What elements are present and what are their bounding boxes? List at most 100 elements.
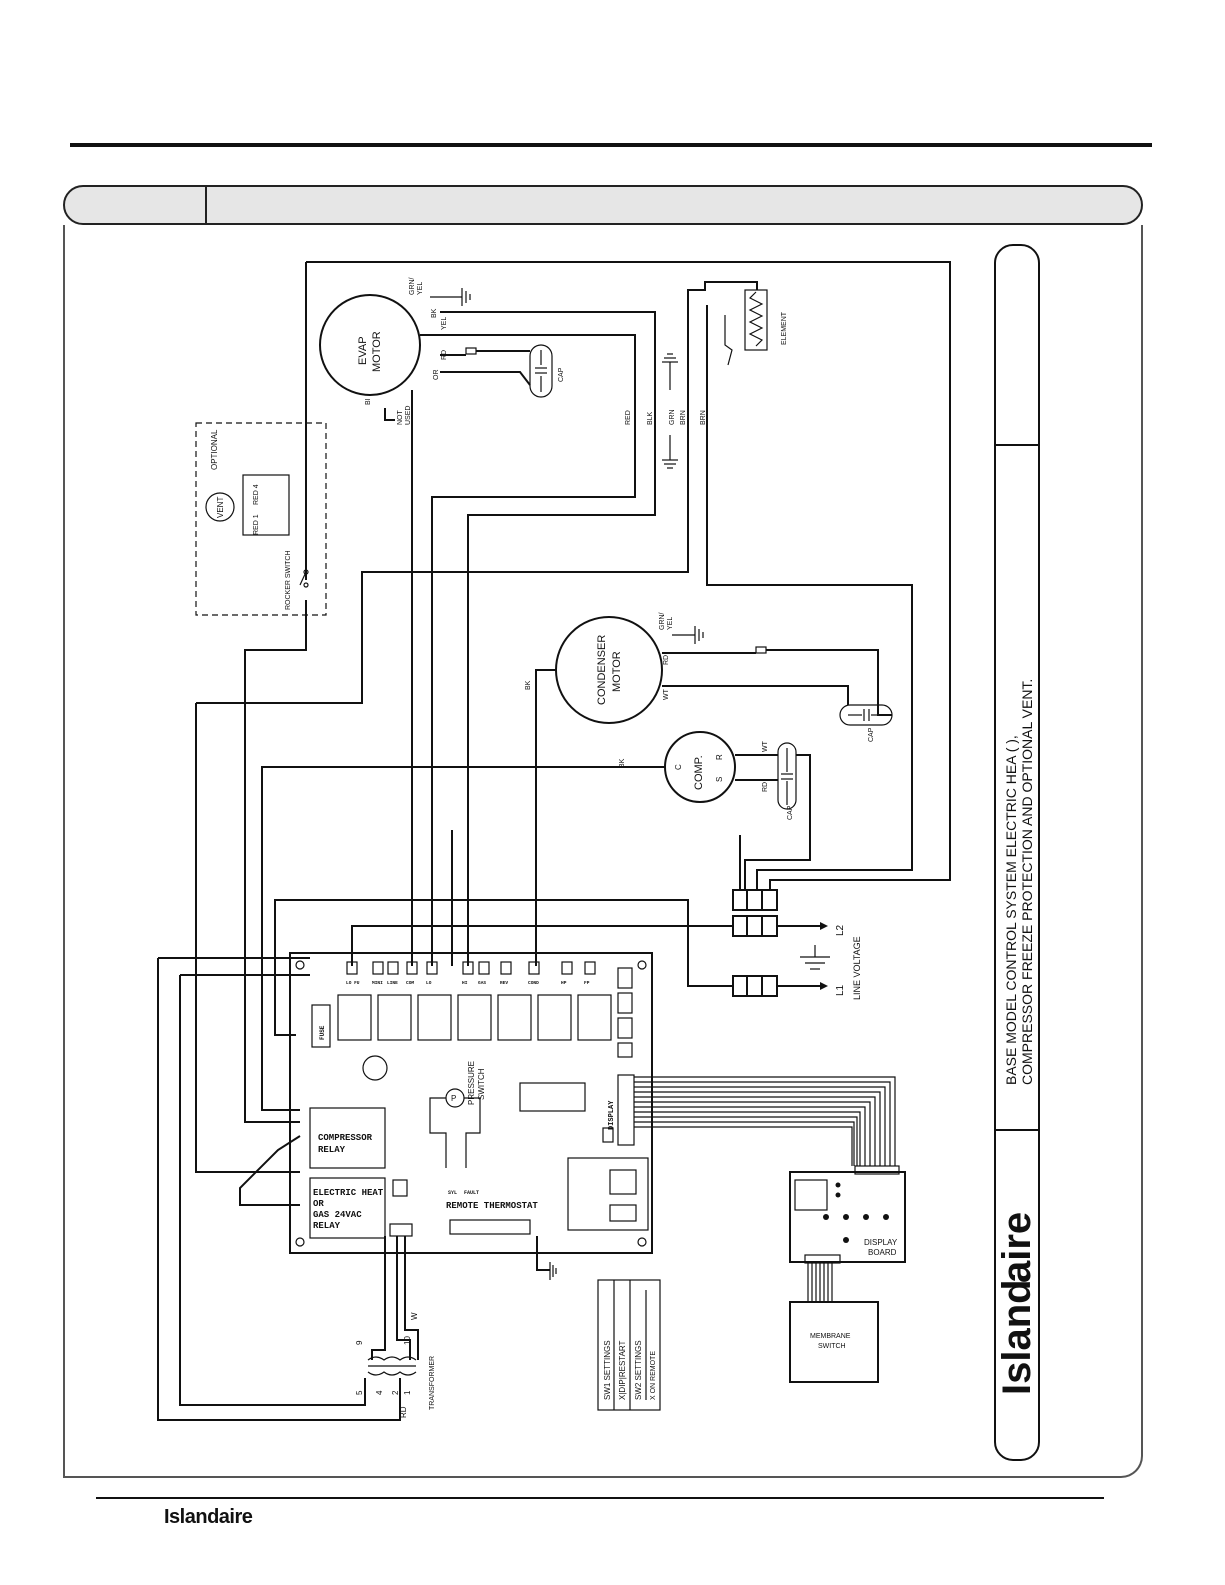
display-board: DISPLAY BOARD xyxy=(789,1165,906,1264)
tap-4: 4 xyxy=(375,1390,384,1395)
comp-rd: RD xyxy=(762,782,769,792)
vent-label: VENT xyxy=(216,497,225,518)
connector-label: GAS xyxy=(478,980,486,986)
optional-label: OPTIONAL xyxy=(210,429,219,470)
tap-9: 9 xyxy=(355,1340,364,1345)
remote-thermostat-label: REMOTE THERMOSTAT xyxy=(446,1201,538,1211)
transformer-rd: RD xyxy=(399,1406,408,1418)
red4-label: RED 4 xyxy=(253,484,260,505)
membrane-switch: MEMBRANE SWITCH xyxy=(789,1301,879,1383)
tap-1: 1 xyxy=(403,1390,412,1395)
transformer: TRANSFORMER W RD xyxy=(367,1312,436,1418)
membrane-label-2: SWITCH xyxy=(818,1343,846,1350)
connector-terminal xyxy=(387,961,399,975)
not-used-1: NOT xyxy=(397,410,404,426)
pressure-switch-label-1: PRESSURE xyxy=(467,1061,476,1105)
evap-grn-yel-2: YEL xyxy=(417,282,424,295)
evap-bk: BK xyxy=(431,308,438,318)
tap-5: 5 xyxy=(355,1390,364,1395)
footer-logo: Islandaire xyxy=(164,1506,253,1528)
brand-logo-prefix: Island xyxy=(995,1279,1039,1395)
ground-icon xyxy=(672,626,704,644)
compressor: COMP. C R S xyxy=(664,731,736,803)
connector-label: FP xyxy=(584,980,590,986)
evap-bi: BI xyxy=(365,398,372,405)
connector-terminal xyxy=(500,961,512,975)
cond-grn-yel-1: GRN/ xyxy=(659,612,666,630)
condenser-motor-label-2: MOTOR xyxy=(611,651,623,692)
display-board-label-2: BOARD xyxy=(868,1248,897,1257)
evap-motor-label-1: EVAP xyxy=(357,336,369,365)
title-block: BASE MODEL CONTROL SYSTEM ELECTRIC HEA (… xyxy=(994,244,1040,1461)
cond-grn-yel-2: YEL xyxy=(667,617,674,630)
wiring xyxy=(157,261,951,1421)
heat-relay-label-3: GAS 24VAC xyxy=(313,1210,362,1220)
tap-10: 10 xyxy=(403,1336,412,1345)
pressure-switch-label-2: SWITCH xyxy=(477,1068,486,1100)
rocker-switch-label: ROCKER SWITCH xyxy=(285,551,292,611)
header-divider xyxy=(205,187,207,223)
comp-bk: BK xyxy=(619,758,626,768)
syl-label: SYL xyxy=(448,1190,457,1196)
comp-s: S xyxy=(715,777,724,782)
wire-blk-label: BLK xyxy=(647,411,654,425)
capacitor-icon: CAP xyxy=(839,704,893,742)
display-label: DISPLAY xyxy=(608,1100,616,1130)
ground-icon xyxy=(549,1262,557,1280)
connector-label: LO xyxy=(426,980,432,986)
sw1-settings: SW1 SETTINGS xyxy=(603,1340,612,1400)
connector-label: LO FU xyxy=(346,980,360,986)
wire-red-label: RED xyxy=(625,410,632,425)
red1-label: RED 1 xyxy=(253,514,260,535)
transformer-label: TRANSFORMER xyxy=(429,1356,436,1410)
ground-icon xyxy=(430,288,471,306)
connector-label: HP xyxy=(561,980,567,986)
connector-label: REV xyxy=(500,980,508,986)
cond-cap-label: CAP xyxy=(868,727,875,742)
fault-label: FAULT xyxy=(464,1190,479,1196)
connector-terminal xyxy=(372,961,384,975)
not-used-2: USED xyxy=(405,406,412,425)
capacitor-icon: CAP xyxy=(777,742,797,820)
optional-vent-box: OPTIONAL VENT RED 4 RED 1 ROCKER SWITCH xyxy=(195,422,327,616)
connector-label: HI xyxy=(462,980,468,986)
heat-relay-label-2: OR xyxy=(313,1199,324,1209)
wire-brn-label-2: BRN xyxy=(700,410,707,425)
sw1-row: X|DIP|RESTART xyxy=(618,1340,627,1400)
connector-terminal xyxy=(561,961,573,975)
evap-or: OR xyxy=(433,370,440,381)
sw2-row1: X ON REMOTE xyxy=(650,1351,657,1400)
cond-rd: RD xyxy=(663,655,670,665)
comp-label: COMP. xyxy=(693,755,705,790)
compressor-relay-label-2: RELAY xyxy=(318,1145,346,1155)
comp-c: C xyxy=(674,764,683,770)
title-line-1: BASE MODEL CONTROL SYSTEM ELECTRIC HEA (… xyxy=(1003,735,1019,1085)
connector-label: MINI xyxy=(372,980,383,986)
evap-grn-yel-1: GRN/ xyxy=(409,277,416,295)
comp-r: R xyxy=(715,754,724,760)
condenser-motor: CONDENSER MOTOR xyxy=(555,616,663,724)
evap-motor: EVAP MOTOR xyxy=(319,294,421,396)
evap-motor-label-2: MOTOR xyxy=(371,331,383,372)
sw-settings-table: SW1 SETTINGS X|DIP|RESTART SW2 SETTINGS … xyxy=(597,1279,661,1411)
w-label: W xyxy=(410,1312,419,1320)
top-rule xyxy=(70,143,1152,147)
connector-terminal xyxy=(478,961,490,975)
tap-2: 2 xyxy=(391,1390,400,1395)
condenser-motor-label-1: CONDENSER xyxy=(596,635,608,705)
evap-cap-label: CAP xyxy=(558,367,565,382)
comp-cap-label: CAP xyxy=(787,805,794,820)
terminal-blocks xyxy=(732,889,778,997)
sw2-settings: SW2 SETTINGS xyxy=(634,1340,643,1400)
control-board: FUSE DISPLAY P PRESSURE SWITCH SYL FAULT… xyxy=(289,952,653,1254)
ground-icon xyxy=(800,945,830,970)
connector-label: COND xyxy=(528,980,539,986)
cond-bk: BK xyxy=(525,680,532,690)
connector-terminal xyxy=(528,961,540,975)
heating-element-icon: ELEMENT xyxy=(724,289,788,366)
l2-label: L2 xyxy=(835,924,846,936)
connector-label: LINE xyxy=(387,980,398,986)
